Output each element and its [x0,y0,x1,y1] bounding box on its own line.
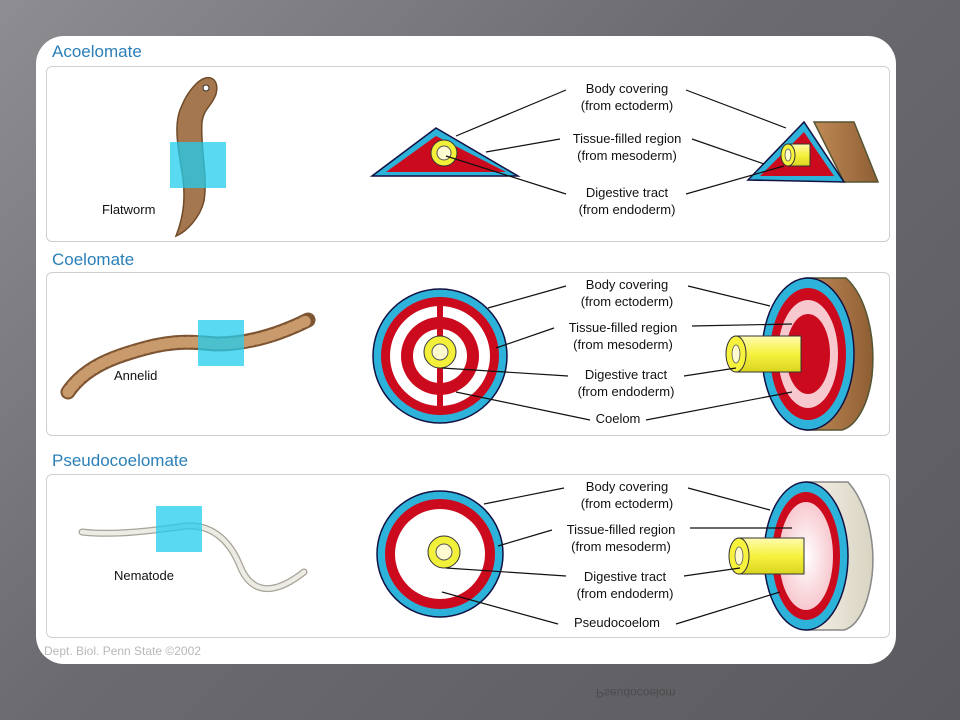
pseudocoelomate-3d-segment [728,481,874,631]
flatworm-drawing [170,76,226,238]
acoelomate-cross-section [369,127,521,177]
annelid-drawing [60,312,316,400]
acoelomate-digestive-label: Digestive tract (from endoderm) [578,185,676,217]
coelomate-body-covering-label: Body covering (from ectoderm) [580,277,674,309]
coelomate-3d-segment [725,277,874,431]
nematode-label: Nematode [114,568,174,583]
coelomate-cross-section [372,288,508,424]
annelid-label: Annelid [114,368,158,383]
acoelomate-body-covering-label: Body covering (from ectoderm) [580,81,674,113]
acoelomate-title: Acoelomate [52,42,142,61]
coelom-label: Coelom [595,411,641,426]
credit-line: Dept. Biol. Penn State ©2002 [44,644,201,658]
pseudocoelomate-title: Pseudocoelomate [52,451,189,470]
reflection-pseudocoelom-text: Pseudocoelom [596,686,676,700]
flatworm-label: Flatworm [102,202,156,217]
acoelomate-tissue-label: Tissue-filled region (from mesoderm) [572,131,682,163]
slide-reflection: Pseudocoelom [36,664,896,720]
coelomate-digestive-label: Digestive tract (from endoderm) [577,367,675,399]
coelomate-leaders [441,285,793,421]
nematode-drawing [78,506,308,593]
acoelomate-3d-segment [746,120,880,183]
pseudocoelomate-digestive-label: Digestive tract (from endoderm) [576,569,674,601]
coelomate-tissue-label: Tissue-filled region (from mesoderm) [568,320,678,352]
pseudocoelomate-cross-section [376,490,504,618]
coelomate-title: Coelomate [52,250,135,269]
pseudocoelomate-leaders [441,487,792,625]
pseudocoelomate-tissue-label: Tissue-filled region (from mesoderm) [566,522,676,554]
slide-card: Acoelomate Coelomate Pseudocoelomate [36,36,896,664]
acoelomate-leaders [445,89,787,195]
diagram-drawings [60,76,880,631]
pseudocoelom-label: Pseudocoelom [574,615,660,630]
pseudocoelomate-body-covering-label: Body covering (from ectoderm) [580,479,674,511]
